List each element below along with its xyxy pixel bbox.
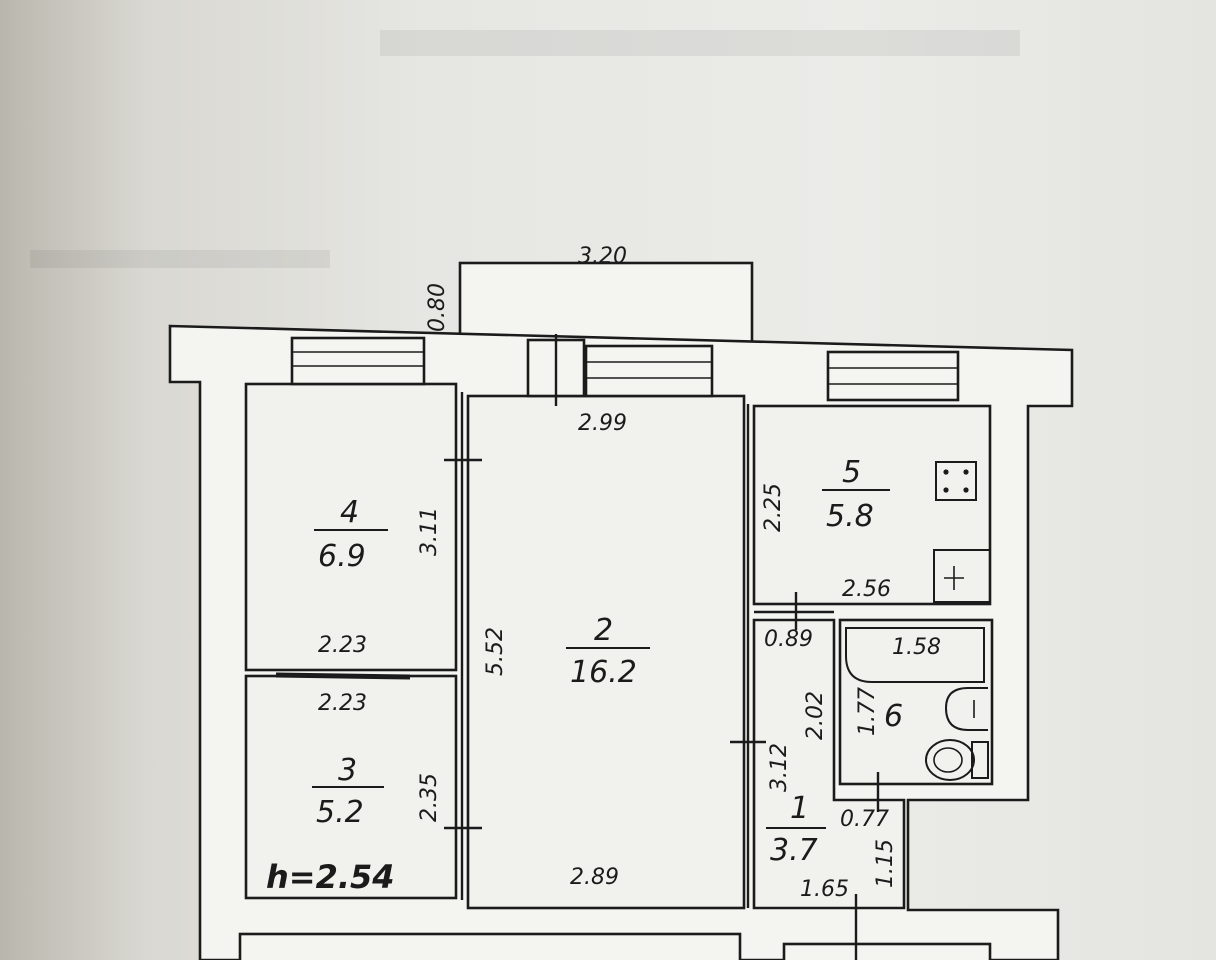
dim-room-3-width: 2.23 (318, 691, 367, 716)
room-5-area: 5.8 (826, 499, 874, 534)
room-6 (838, 618, 994, 786)
dim-room-4-width: 2.23 (318, 633, 367, 658)
dim-balcony-depth: 0.80 (425, 283, 450, 332)
room-3-number: 3 (338, 753, 357, 788)
room-1-number: 1 (790, 791, 809, 826)
dim-room-2-height: 5.52 (483, 627, 508, 676)
stove-icon (935, 461, 977, 501)
dim-room-5-width: 2.56 (842, 577, 891, 602)
room-4-number: 4 (340, 495, 359, 530)
dim-room-6-width: 1.58 (892, 635, 941, 660)
balcony (458, 261, 754, 345)
dim-room-2-bottom: 2.89 (570, 865, 619, 890)
dim-room-1-e: 1.15 (873, 839, 898, 888)
lower-wall-segment (782, 942, 992, 960)
room-2-number: 2 (594, 613, 613, 648)
room-2 (466, 394, 746, 910)
dim-room-5-height: 2.25 (761, 483, 786, 532)
room-1-area: 3.7 (770, 833, 818, 868)
faint-background-print (30, 30, 1020, 268)
dim-room-1-d: 0.77 (840, 807, 889, 832)
room-1 (752, 618, 906, 910)
dim-room-1-f: 1.65 (800, 877, 849, 902)
lower-wall-segment (238, 932, 742, 960)
window-icon (584, 344, 714, 398)
dim-room-6-height: 1.77 (855, 687, 880, 736)
room-4-area: 6.9 (318, 539, 366, 574)
sink-icon (933, 549, 991, 603)
dim-room-4-length: 3.11 (417, 507, 442, 556)
room-5-number: 5 (842, 455, 861, 490)
dim-room-1-c: 3.12 (767, 743, 792, 792)
bathtub-icon (845, 627, 985, 683)
room-3-area: 5.2 (316, 795, 364, 830)
window-icon (826, 350, 960, 402)
room-4 (244, 382, 458, 672)
washbasin-icon (944, 687, 988, 731)
ceiling-height-label: h=2.54 (266, 858, 395, 896)
room-2-area: 16.2 (570, 655, 637, 690)
room-5 (752, 404, 992, 606)
dim-room-2-top: 2.99 (578, 411, 627, 436)
toilet-icon (925, 739, 989, 781)
door-icon (526, 334, 586, 406)
dim-room-1-b: 2.02 (803, 691, 828, 740)
room-6-number: 6 (884, 699, 903, 734)
dim-room-1-a: 0.89 (764, 627, 813, 652)
partition-heavy (275, 672, 411, 680)
window-icon (290, 336, 426, 386)
dim-room-3-length: 2.35 (417, 773, 442, 822)
dim-balcony-width: 3.20 (578, 244, 627, 269)
